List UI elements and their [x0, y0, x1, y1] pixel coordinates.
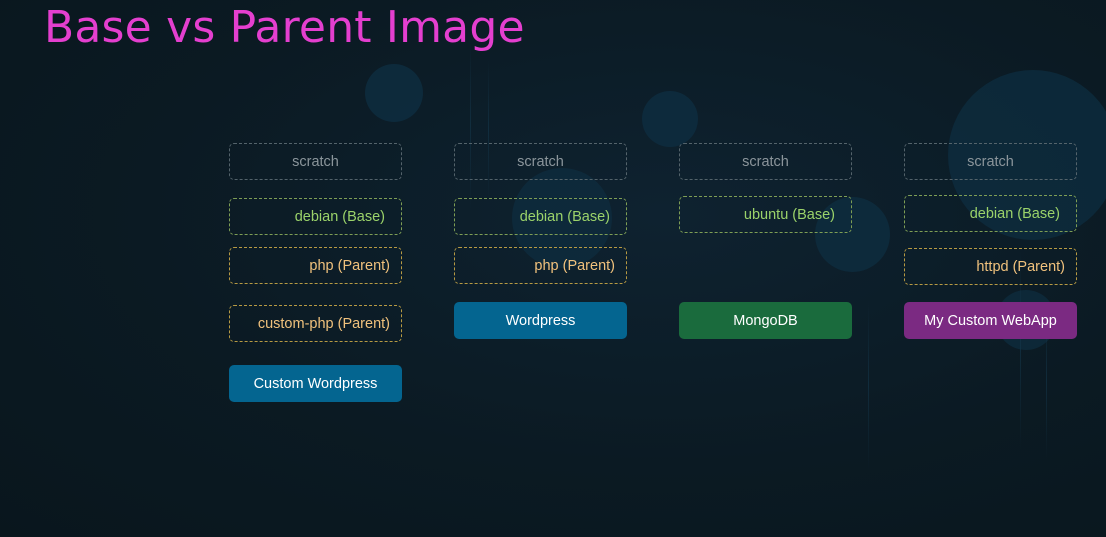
- scratch-layer-box: scratch: [904, 143, 1077, 180]
- application-image-box: MongoDB: [679, 302, 852, 339]
- background-streak: [1020, 250, 1021, 450]
- scratch-layer-box: scratch: [679, 143, 852, 180]
- parent-image-layer-box: httpd (Parent): [904, 248, 1077, 285]
- background-streak: [1046, 300, 1047, 460]
- application-image-box: My Custom WebApp: [904, 302, 1077, 339]
- application-image-box: Custom Wordpress: [229, 365, 402, 402]
- background-bubble: [642, 91, 698, 147]
- scratch-layer-box: scratch: [454, 143, 627, 180]
- base-image-layer-box: debian (Base): [454, 198, 627, 235]
- parent-image-layer-box: custom-php (Parent): [229, 305, 402, 342]
- base-image-layer-box: ubuntu (Base): [679, 196, 852, 233]
- parent-image-layer-box: php (Parent): [229, 247, 402, 284]
- parent-image-layer-box: php (Parent): [454, 247, 627, 284]
- background-streak: [488, 60, 489, 200]
- application-image-box: Wordpress: [454, 302, 627, 339]
- base-image-layer-box: debian (Base): [229, 198, 402, 235]
- scratch-layer-box: scratch: [229, 143, 402, 180]
- background-bubble: [948, 70, 1106, 240]
- base-image-layer-box: debian (Base): [904, 195, 1077, 232]
- background-streak: [470, 40, 471, 210]
- background-streak: [868, 300, 869, 470]
- background-bubble: [365, 64, 423, 122]
- background-bubble: [512, 168, 612, 268]
- background-bubble: [815, 197, 890, 272]
- slide-title: Base vs Parent Image: [44, 2, 525, 53]
